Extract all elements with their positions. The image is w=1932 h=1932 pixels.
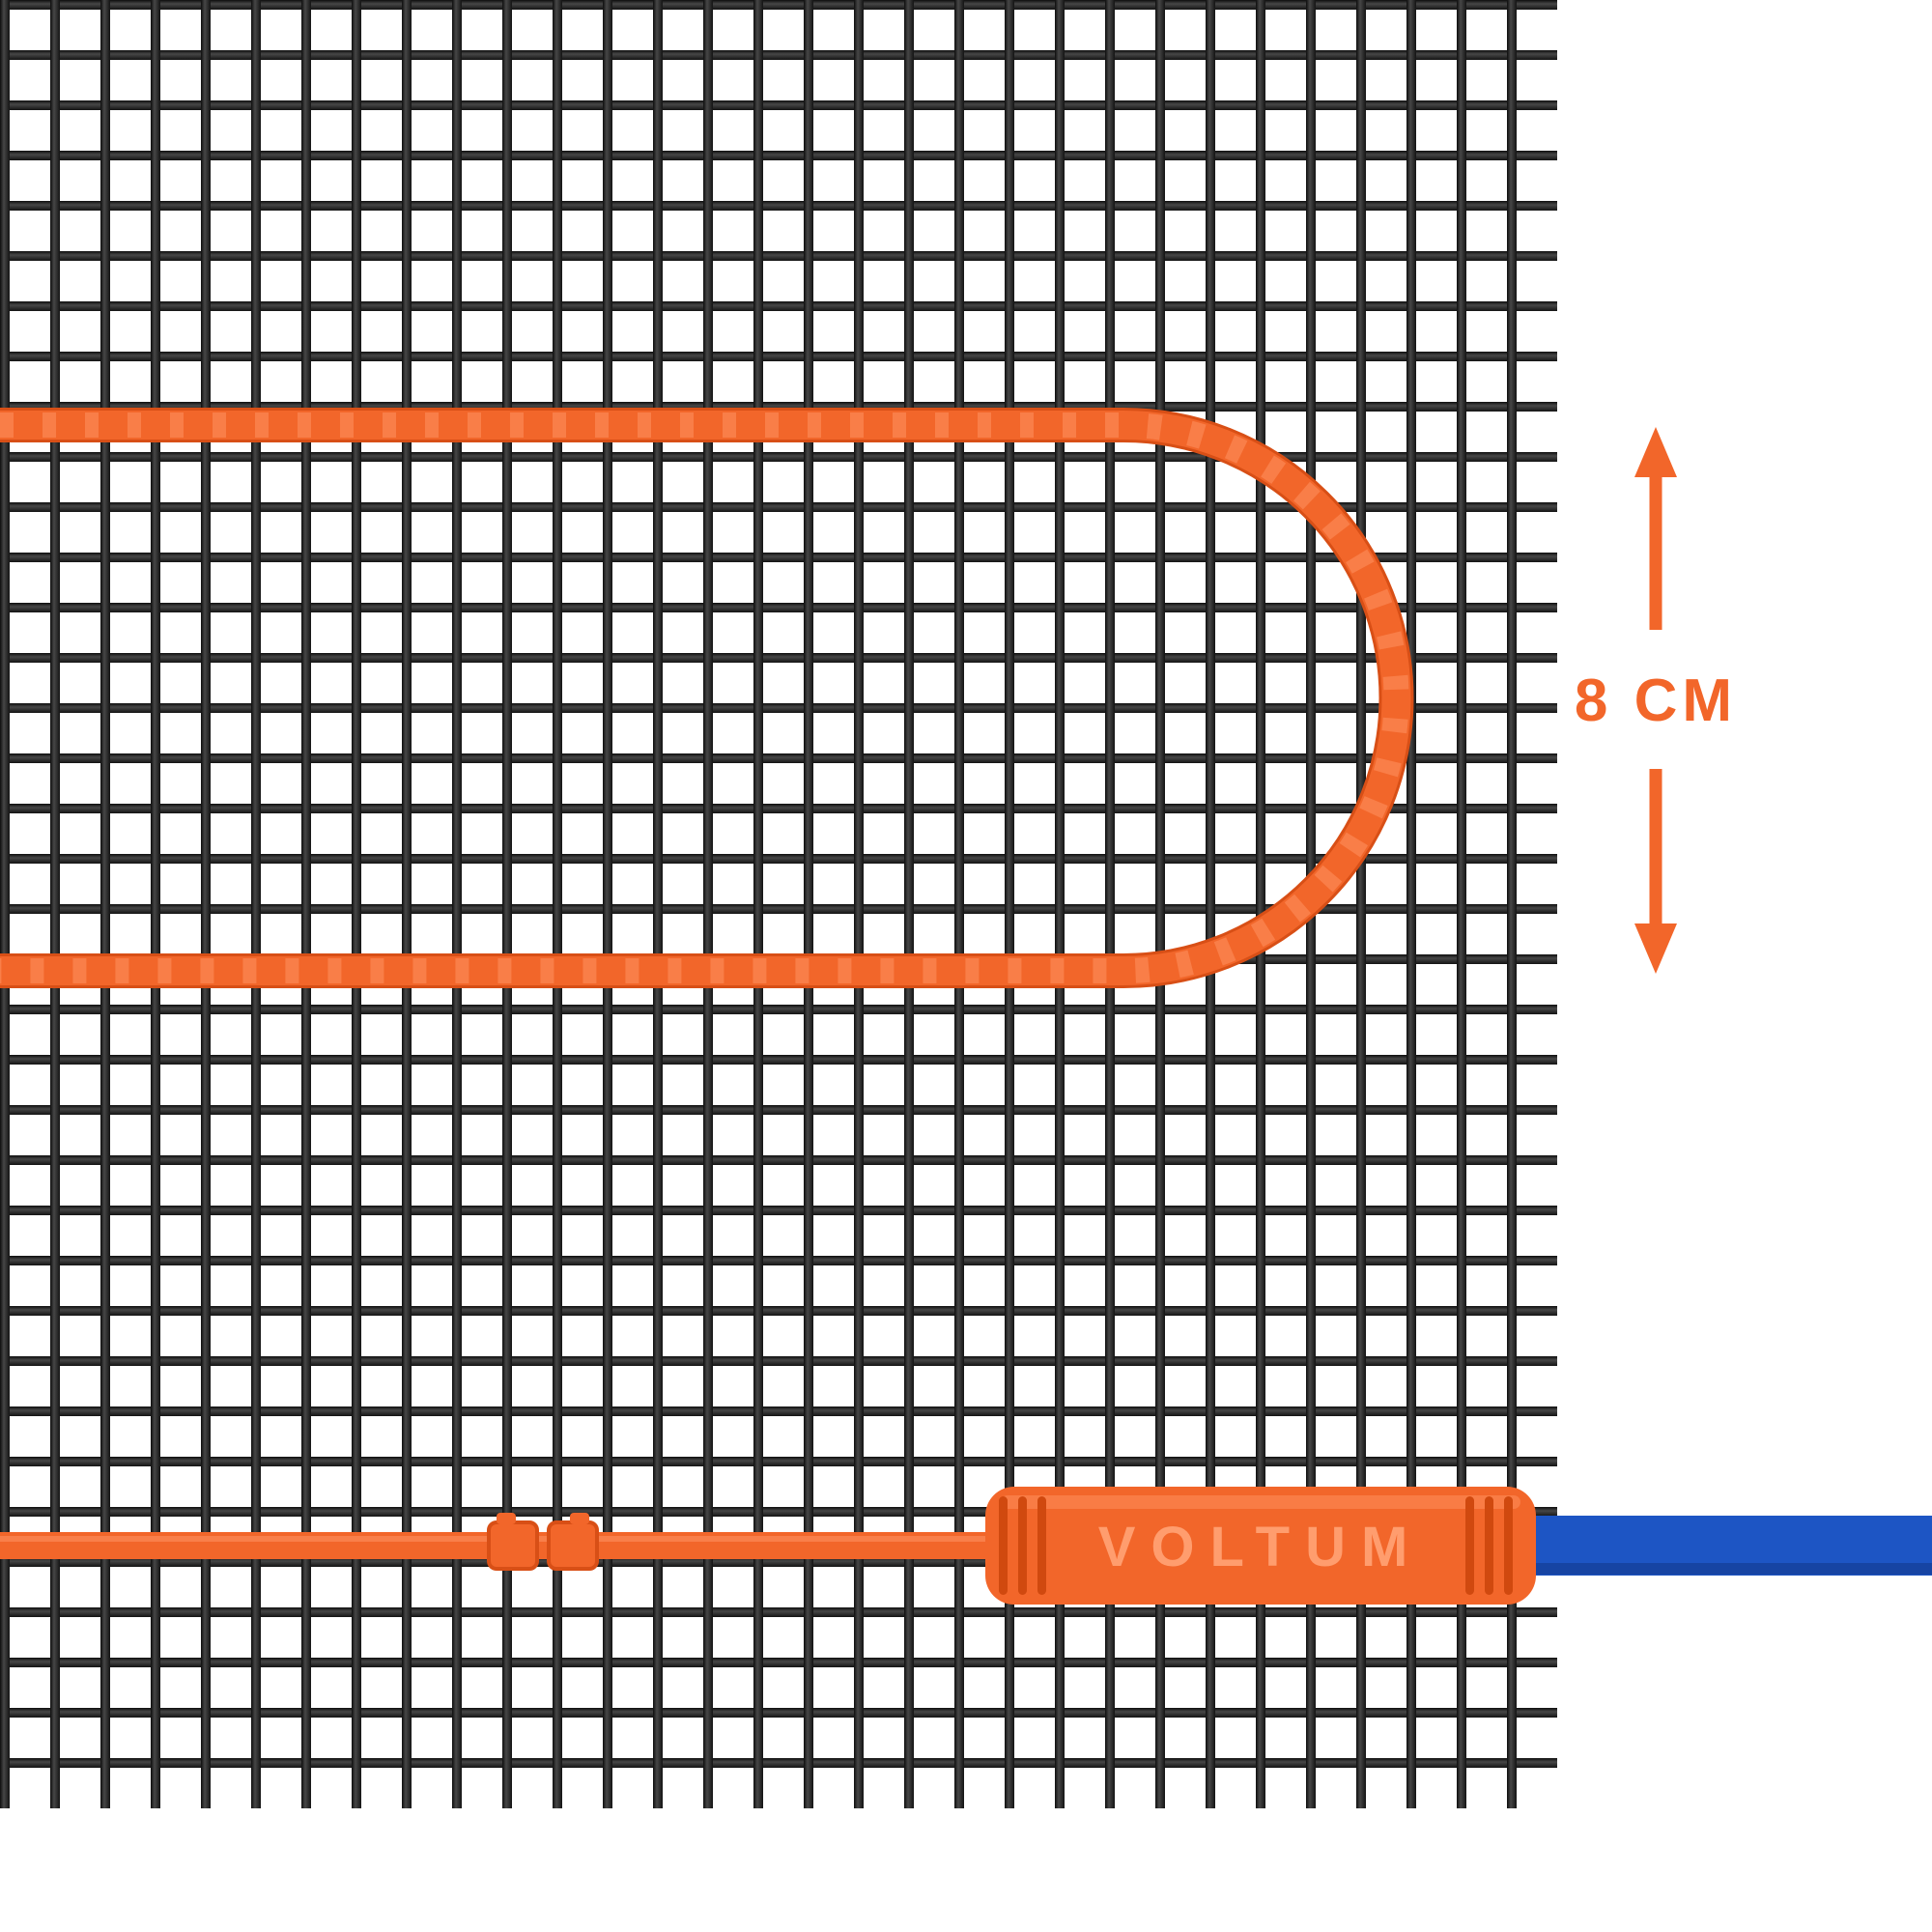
dimension-arrow-down-icon — [1634, 923, 1677, 974]
dimension-arrow-up-icon — [1634, 427, 1677, 477]
heating-cable-path — [0, 408, 1414, 988]
connector-ribs-right — [1465, 1496, 1513, 1595]
dimension-annotation: 8 CM — [1575, 427, 1737, 974]
dimension-label: 8 CM — [1575, 668, 1737, 734]
cable-clip — [487, 1513, 599, 1571]
connector-body-highlight — [1001, 1495, 1520, 1509]
connector-ribs-left — [999, 1496, 1046, 1595]
heating-cable-core — [0, 411, 1411, 985]
feed-cable — [0, 1513, 1082, 1571]
heating-cable-loop — [0, 408, 1414, 988]
brand-label: VOLTUM — [1098, 1516, 1424, 1578]
heating-cable-braid — [0, 412, 1409, 983]
connector: VOLTUM — [985, 1487, 1536, 1605]
cold-lead-cable — [1517, 1516, 1932, 1576]
connector-body — [985, 1487, 1536, 1605]
